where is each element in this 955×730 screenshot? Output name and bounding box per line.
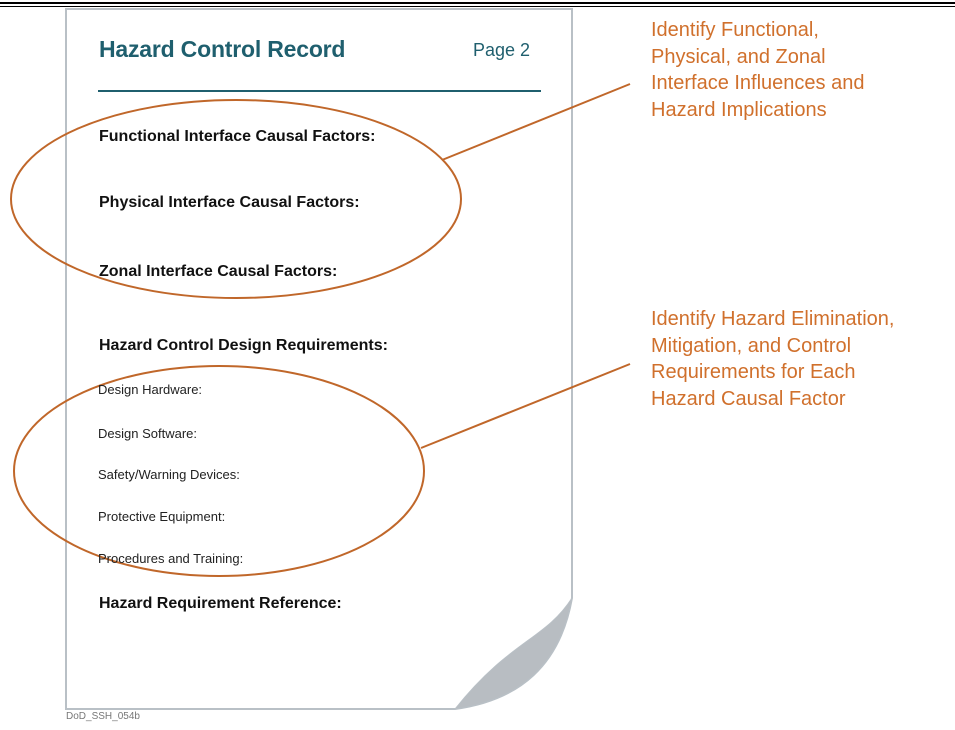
sub-item-design-hardware: Design Hardware: (98, 382, 203, 397)
page-number: Page 2 (473, 40, 531, 60)
lower-ellipse (13, 365, 425, 577)
physical-interface-heading: Physical Interface Causal Factors: (99, 194, 360, 211)
page-curl (453, 597, 573, 710)
lower-callout-line: Hazard Causal Factor (651, 387, 846, 410)
lower-callout-line: Requirements for Each (651, 361, 856, 383)
lower-callout: Identify Hazard Elimination, Mitigation,… (651, 306, 894, 412)
lower-callout-line: Mitigation, and Control (651, 334, 852, 357)
sub-item-procedures-training: Procedures and Training: (98, 551, 244, 566)
upper-leader-line (441, 83, 631, 161)
figure-id: DoD_SSH_054b (66, 711, 140, 722)
sub-item-protective-equipment: Protective Equipment: (98, 509, 226, 524)
upper-ellipse (10, 99, 462, 299)
upper-callout-line: Hazard Implications (651, 98, 827, 121)
page-title: Hazard Control Record (99, 36, 346, 62)
sub-item-safety-warning-devices: Safety/Warning Devices: (98, 467, 240, 482)
top-rule-thin (0, 6, 955, 7)
sub-item-design-software: Design Software: (98, 426, 197, 441)
upper-callout-line: Identify Functional, (651, 19, 819, 41)
zonal-interface-heading: Zonal Interface Causal Factors: (99, 263, 338, 280)
upper-callout-line: Interface Influences and (651, 72, 865, 94)
upper-callout: Identify Functional, Physical, and Zonal… (651, 17, 864, 123)
lower-leader-line (420, 363, 631, 449)
top-rule (0, 2, 955, 4)
lower-callout-line: Identify Hazard Elimination, (651, 308, 895, 330)
upper-callout-line: Physical, and Zonal (651, 45, 826, 68)
functional-interface-heading: Functional Interface Causal Factors: (99, 128, 376, 145)
requirement-reference-heading: Hazard Requirement Reference: (99, 595, 342, 612)
design-requirements-heading: Hazard Control Design Requirements: (99, 337, 388, 354)
